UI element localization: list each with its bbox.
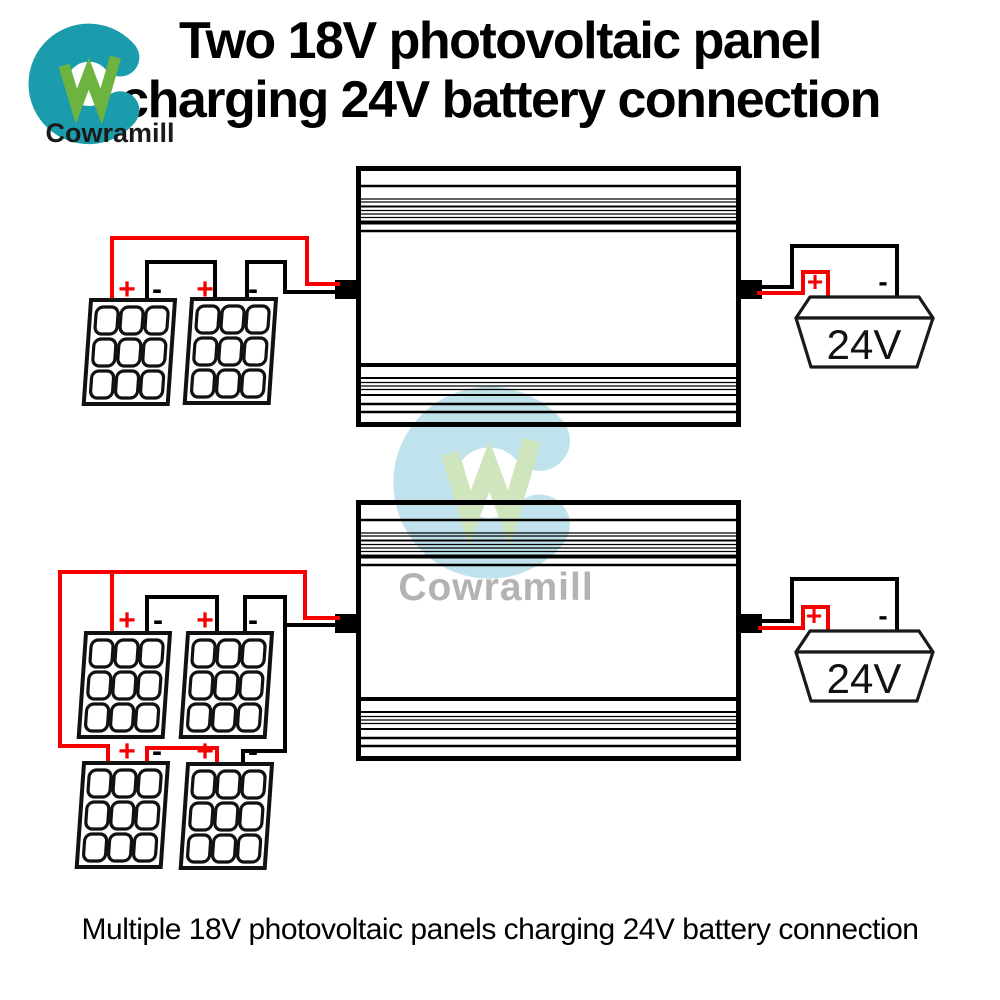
pv-panel-6 xyxy=(181,764,272,868)
brand-name-text: Cowramill xyxy=(45,118,174,148)
brand-logo: Cowramill xyxy=(45,42,175,148)
pv-panel-1 xyxy=(84,300,175,404)
footer-caption: Multiple 18V photovoltaic panels chargin… xyxy=(81,913,919,946)
pv4-positive-label: + xyxy=(196,604,214,637)
pv2-positive-label: + xyxy=(196,273,214,306)
pv-panel-2 xyxy=(185,299,276,403)
battery1-negative-label: - xyxy=(878,266,887,297)
pv-panel-4 xyxy=(181,633,272,737)
pv-panel-3 xyxy=(79,633,170,737)
pv6-positive-label: + xyxy=(196,735,214,768)
battery2-positive-label: + xyxy=(806,600,822,631)
pv6-negative-label: - xyxy=(248,735,258,768)
pv4-negative-label: - xyxy=(248,604,258,637)
wire-controller-1-to-battery-negative xyxy=(757,244,899,299)
wire-pv1-positive-to-controller-1 xyxy=(110,236,340,302)
wire-pv1-negative-to-pv2-positive xyxy=(145,260,217,302)
battery-voltage-label-2: 24V xyxy=(827,655,902,702)
pv5-positive-label: + xyxy=(118,735,136,768)
wire-pv3-negative-to-pv4-positive xyxy=(145,595,219,635)
page-title: Two 18V photovoltaic panel charging 24V … xyxy=(0,12,1000,130)
pv2-negative-label: - xyxy=(248,273,258,306)
wire-controller-1-to-battery-positive xyxy=(757,270,830,299)
pv5-negative-label: - xyxy=(152,735,162,768)
diagram-four-panel-series-parallel: + - + - + - + - 24V + - xyxy=(58,503,935,869)
brand-logo-icon xyxy=(47,42,121,126)
diagram-two-panel-series: + - + - 24V + - xyxy=(84,169,935,425)
pv3-negative-label: - xyxy=(153,604,163,637)
battery2-negative-label: - xyxy=(878,600,887,631)
battery-24v-1: 24V xyxy=(794,295,935,369)
wire-pv5-negative-to-pv6-positive xyxy=(145,746,219,765)
brand-watermark: Cowramill xyxy=(398,417,593,609)
wire-pv2-negative-to-controller-1 xyxy=(245,260,340,302)
battery-24v-2: 24V xyxy=(794,629,935,703)
battery-voltage-label-1: 24V xyxy=(827,321,902,368)
wire-controller-2-to-battery-negative xyxy=(758,577,899,633)
battery1-positive-label: + xyxy=(807,266,823,297)
watermark-logo-icon xyxy=(423,417,540,549)
wire-positive-bus xyxy=(58,570,340,765)
page-title-line1: Two 18V photovoltaic panel xyxy=(179,12,822,70)
charge-controller-1 xyxy=(335,169,762,425)
pv-panel-5 xyxy=(77,763,168,867)
wire-controller-2-to-battery-positive xyxy=(758,605,830,633)
page-title-line2: charging 24V battery connection xyxy=(120,71,881,129)
pv1-negative-label: - xyxy=(152,273,162,306)
watermark-brand-text: Cowramill xyxy=(398,566,593,609)
wire-negative-bus xyxy=(241,595,287,765)
pv1-positive-label: + xyxy=(118,273,136,306)
pv3-positive-label: + xyxy=(118,604,136,637)
